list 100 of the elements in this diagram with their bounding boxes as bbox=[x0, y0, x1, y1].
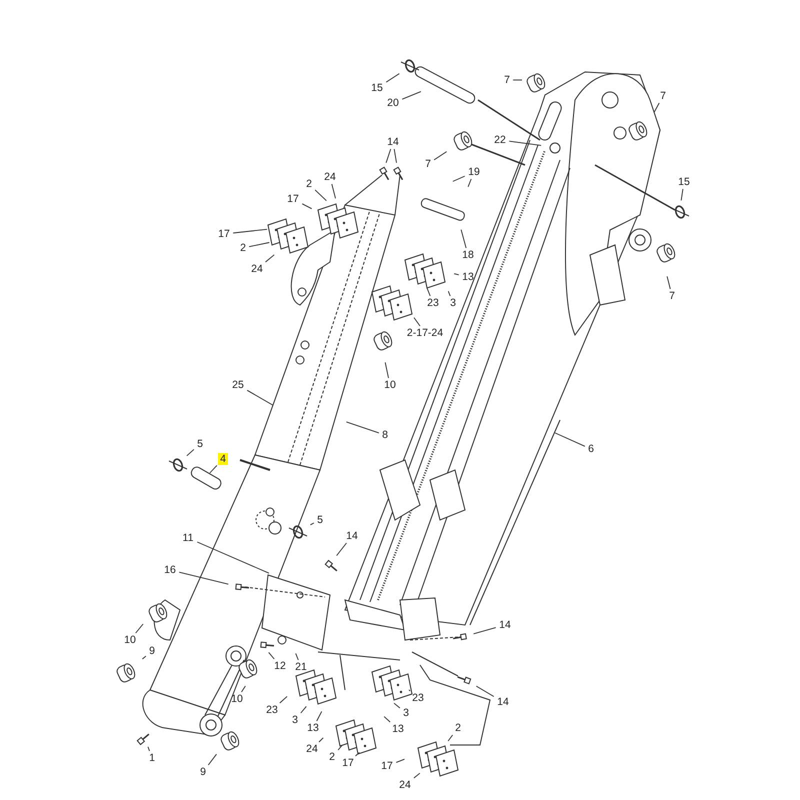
leader-line bbox=[355, 752, 360, 756]
callout-number: 10 bbox=[228, 693, 246, 705]
leader-line bbox=[148, 746, 150, 752]
leader-line bbox=[434, 151, 448, 160]
callout-number: 25 bbox=[230, 379, 246, 391]
callout-number: 9 bbox=[198, 766, 208, 778]
callout-number: 3 bbox=[400, 707, 412, 719]
callout-number: 5 bbox=[314, 514, 326, 526]
leader-line bbox=[654, 102, 660, 112]
leader-line bbox=[386, 73, 400, 83]
leader-line bbox=[394, 702, 400, 708]
leader-line bbox=[318, 737, 324, 742]
callout-number: 11 bbox=[180, 532, 196, 544]
callout-number: 21 bbox=[292, 661, 310, 673]
callout-number: 8 bbox=[380, 429, 390, 441]
callout-number: 2 bbox=[452, 722, 464, 734]
callout-number: 1 bbox=[146, 752, 158, 764]
leader-line bbox=[279, 696, 288, 704]
leader-line bbox=[346, 421, 380, 434]
leader-line bbox=[248, 242, 270, 248]
callout-number: 14 bbox=[344, 530, 360, 542]
leader-line bbox=[316, 710, 322, 722]
leader-line bbox=[142, 656, 146, 660]
leader-line bbox=[454, 273, 460, 276]
leader-line bbox=[386, 148, 392, 164]
leader-line bbox=[384, 716, 391, 722]
callout-number: 17 bbox=[216, 228, 232, 240]
leader-line bbox=[554, 432, 586, 447]
leader-line bbox=[135, 624, 144, 634]
leader-line bbox=[208, 754, 217, 766]
callout-number: 2-17-24 bbox=[401, 327, 449, 339]
callout-number: 17 bbox=[340, 757, 356, 769]
callout-number: 7 bbox=[658, 90, 668, 102]
leader-line bbox=[209, 464, 218, 474]
callout-number: 19 bbox=[466, 166, 482, 178]
callout-number: 17 bbox=[378, 760, 396, 772]
callout-number: 5 bbox=[194, 438, 206, 450]
callout-number: 3 bbox=[290, 714, 300, 726]
callout-number: 24 bbox=[396, 779, 414, 791]
callout-number: 24 bbox=[248, 263, 266, 275]
callout-number: 13 bbox=[390, 723, 406, 735]
callout-number: 23 bbox=[264, 704, 280, 716]
leader-line bbox=[331, 184, 336, 199]
leader-line bbox=[268, 652, 275, 660]
leader-line bbox=[680, 188, 684, 201]
leader-line bbox=[473, 627, 496, 634]
callout-number: 9 bbox=[146, 645, 158, 657]
leader-line bbox=[476, 686, 494, 697]
leader-line bbox=[300, 706, 307, 714]
callout-number: 4 bbox=[218, 453, 228, 465]
callout-number: 7 bbox=[422, 158, 434, 170]
callout-number: 24 bbox=[304, 743, 320, 755]
leader-line bbox=[246, 390, 274, 406]
callout-number: 7 bbox=[666, 290, 678, 302]
callout-number: 14 bbox=[494, 696, 512, 708]
leader-line bbox=[338, 744, 343, 750]
leader-line bbox=[384, 362, 389, 378]
callout-number: 6 bbox=[586, 443, 596, 455]
callout-number: 7 bbox=[502, 74, 512, 86]
callout-number: 10 bbox=[382, 379, 398, 391]
callout-number: 13 bbox=[304, 722, 322, 734]
callout-number: 23 bbox=[424, 297, 442, 309]
callout-number: 24 bbox=[322, 171, 338, 183]
leader-line bbox=[468, 178, 472, 188]
leader-line bbox=[666, 276, 671, 290]
callout-number: 20 bbox=[384, 97, 402, 109]
leader-line bbox=[302, 203, 312, 210]
leader-line bbox=[394, 148, 397, 164]
leader-line bbox=[178, 572, 229, 585]
leader-line bbox=[265, 254, 275, 262]
leader-line bbox=[408, 689, 411, 692]
leader-line bbox=[314, 189, 327, 202]
leader-line bbox=[396, 758, 405, 763]
callout-number: 17 bbox=[284, 193, 302, 205]
leader-line bbox=[241, 686, 246, 692]
callout-number: 16 bbox=[162, 564, 178, 576]
callout-number: 18 bbox=[460, 249, 476, 261]
callout-number: 15 bbox=[676, 176, 692, 188]
leader-line bbox=[414, 317, 420, 326]
callout-number: 14 bbox=[496, 619, 514, 631]
leader-line bbox=[310, 522, 314, 526]
callout-number: 12 bbox=[272, 660, 288, 672]
leader-line bbox=[196, 542, 270, 574]
callout-number: 23 bbox=[410, 692, 426, 704]
leader-line bbox=[186, 448, 194, 456]
leader-line bbox=[295, 652, 299, 660]
callout-number: 3 bbox=[448, 297, 458, 309]
leader-line bbox=[452, 176, 466, 182]
leader-line bbox=[426, 288, 431, 296]
leader-line bbox=[413, 772, 420, 778]
leader-line bbox=[232, 228, 268, 234]
callout-number: 2 bbox=[304, 178, 314, 190]
callout-number: 13 bbox=[460, 271, 476, 283]
leader-line bbox=[460, 229, 467, 248]
leader-line bbox=[448, 734, 454, 742]
callout-number: 15 bbox=[368, 82, 386, 94]
callout-number: 10 bbox=[122, 634, 138, 646]
callout-number: 2 bbox=[238, 242, 248, 254]
leader-line bbox=[448, 290, 451, 296]
callout-number: 14 bbox=[384, 136, 402, 148]
